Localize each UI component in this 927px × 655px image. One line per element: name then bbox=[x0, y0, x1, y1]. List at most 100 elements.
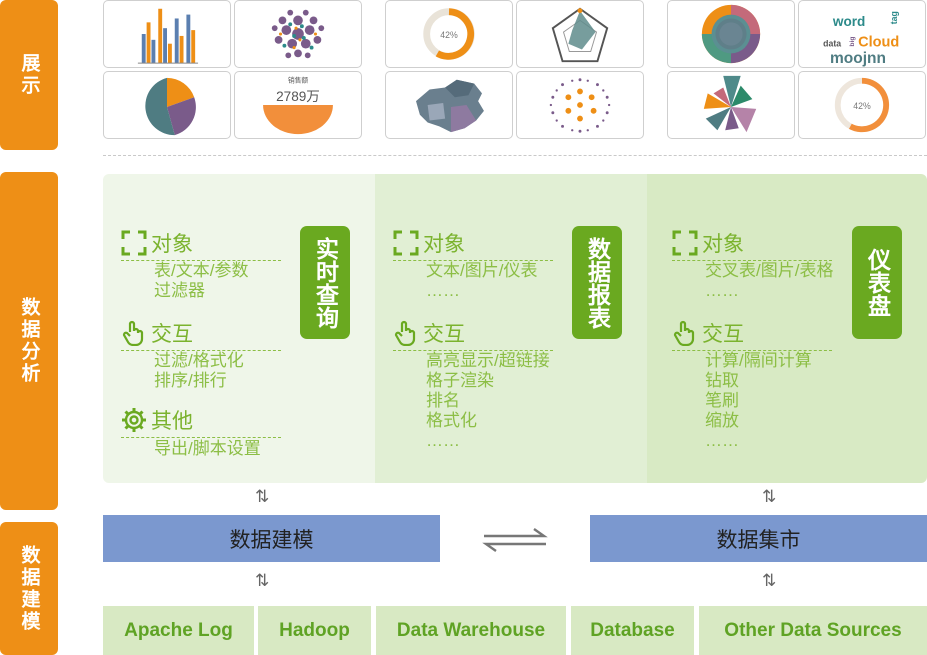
thumb-word-cloud[interactable]: word tag data Cloud moojnn big bbox=[798, 0, 926, 68]
section-title: 交互 bbox=[702, 323, 744, 346]
word-4: Cloud bbox=[858, 35, 899, 51]
source-hadoop: Hadoop bbox=[258, 606, 371, 655]
line-item: 表/文本/参数 bbox=[154, 261, 249, 280]
line-item: 排序/排行 bbox=[154, 371, 227, 390]
section-interaction: 交互 bbox=[393, 318, 553, 351]
line-item: 交叉表/图片/表格 bbox=[705, 261, 834, 280]
word-6: big bbox=[849, 36, 856, 46]
section-title: 对象 bbox=[702, 233, 744, 256]
section-title: 交互 bbox=[151, 323, 193, 346]
thumb-donut-gauge[interactable]: 42% bbox=[385, 0, 513, 68]
hand-pointer-icon bbox=[673, 320, 695, 346]
section-title: 对象 bbox=[423, 233, 465, 256]
line-item: 过滤/格式化 bbox=[154, 351, 244, 370]
sidebar-tab-display: 展示 bbox=[0, 0, 58, 150]
frame-corners-icon bbox=[121, 230, 147, 256]
section-interaction-lines: 计算/隔间计算 钻取 笔刷 缩放 …… bbox=[705, 351, 812, 451]
section-other: 其他 bbox=[121, 405, 281, 438]
section-object: 对象 bbox=[121, 228, 281, 261]
section-title: 对象 bbox=[151, 233, 193, 256]
data-modeling-bar: 数据建模 bbox=[103, 515, 440, 562]
pie-chart-icon bbox=[145, 77, 196, 136]
line-item: 计算/隔间计算 bbox=[705, 351, 812, 370]
line-item: 格子渲染 bbox=[426, 371, 494, 390]
line-item: …… bbox=[426, 431, 460, 450]
gauge-percent-label: 42% bbox=[440, 30, 458, 40]
radar-chart-icon bbox=[551, 7, 609, 63]
frame-corners-icon bbox=[672, 230, 698, 256]
donut-gauge-icon: 42% bbox=[423, 8, 475, 60]
source-apache-log: Apache Log bbox=[103, 606, 254, 655]
section-object: 对象 bbox=[393, 228, 553, 261]
gauge-percent-label: 42% bbox=[853, 101, 871, 111]
bar-chart-icon bbox=[137, 8, 199, 64]
section-object: 对象 bbox=[672, 228, 832, 261]
donut-gauge-icon: 42% bbox=[834, 77, 890, 133]
thumb-donut-gauge-2[interactable]: 42% bbox=[798, 71, 926, 139]
section-object-lines: 文本/图片/仪表 …… bbox=[426, 261, 537, 301]
nightingale-rose-icon bbox=[703, 75, 757, 133]
line-item: 钻取 bbox=[705, 371, 739, 390]
section-divider bbox=[103, 155, 927, 156]
line-item: 过滤器 bbox=[154, 281, 205, 300]
line-item: …… bbox=[705, 281, 739, 300]
line-item: …… bbox=[705, 431, 739, 450]
source-database: Database bbox=[571, 606, 694, 655]
updown-arrow-icon: ⇅ bbox=[762, 571, 777, 590]
frame-corners-icon bbox=[393, 230, 419, 256]
sidebar-tab-analysis: 数据分析 bbox=[0, 172, 58, 510]
word-cloud-icon: word tag data Cloud moojnn big bbox=[823, 11, 899, 67]
line-item: 导出/脚本设置 bbox=[154, 439, 261, 458]
badge-dashboard: 仪表盘 bbox=[852, 226, 902, 339]
section-interaction-lines: 过滤/格式化 排序/排行 bbox=[154, 351, 244, 391]
section-title: 交互 bbox=[423, 323, 465, 346]
word-1: word bbox=[832, 14, 865, 29]
line-item: 文本/图片/仪表 bbox=[426, 261, 538, 280]
section-other-lines: 导出/脚本设置 bbox=[154, 439, 261, 459]
kpi-value: 2789万 bbox=[276, 89, 320, 104]
data-mart-bar: 数据集市 bbox=[590, 515, 927, 562]
section-title: 其他 bbox=[151, 410, 193, 433]
thumb-radar-chart[interactable] bbox=[516, 0, 644, 68]
radial-dots-icon bbox=[549, 78, 611, 133]
section-object-lines: 交叉表/图片/表格 …… bbox=[705, 261, 833, 301]
china-map-icon bbox=[416, 79, 484, 133]
line-item: 排名 bbox=[426, 391, 460, 410]
thumb-radial-dots[interactable] bbox=[516, 71, 644, 139]
section-interaction-lines: 高亮显示/超链接 格子渲染 排名 格式化 …… bbox=[426, 351, 550, 451]
section-interaction: 交互 bbox=[672, 318, 832, 351]
section-object-lines: 表/文本/参数 过滤器 bbox=[154, 261, 248, 301]
thumb-bubble-chart[interactable] bbox=[234, 0, 362, 68]
source-other-data-sources: Other Data Sources bbox=[699, 606, 927, 655]
sidebar-tab-modeling: 数据建模 bbox=[0, 522, 58, 655]
gear-icon bbox=[122, 408, 146, 432]
line-item: 笔刷 bbox=[705, 391, 739, 410]
updown-arrow-icon: ⇅ bbox=[255, 487, 270, 506]
updown-arrow-icon: ⇅ bbox=[255, 571, 270, 590]
thumb-pie-chart[interactable] bbox=[103, 71, 231, 139]
badge-realtime-query: 实时查询 bbox=[300, 226, 350, 339]
hand-pointer-icon bbox=[394, 320, 416, 346]
word-2: tag bbox=[889, 11, 899, 24]
thumb-sunburst-chart[interactable] bbox=[667, 0, 795, 68]
line-item: 高亮显示/超链接 bbox=[426, 351, 550, 370]
thumb-rose-chart[interactable] bbox=[667, 71, 795, 139]
exchange-arrows-icon bbox=[482, 528, 548, 552]
word-3: data bbox=[823, 39, 841, 49]
section-interaction: 交互 bbox=[121, 318, 281, 351]
source-data-warehouse: Data Warehouse bbox=[376, 606, 566, 655]
line-item: …… bbox=[426, 281, 460, 300]
sunburst-chart-icon bbox=[701, 4, 761, 64]
thumb-map-chart[interactable] bbox=[385, 71, 513, 139]
line-item: 格式化 bbox=[426, 411, 477, 430]
hand-pointer-icon bbox=[122, 320, 144, 346]
kpi-half-gauge-icon: 销售额 2789万 bbox=[263, 76, 333, 135]
line-item: 缩放 bbox=[705, 411, 739, 430]
kpi-caption: 销售额 bbox=[288, 76, 309, 85]
badge-data-report: 数据报表 bbox=[572, 226, 622, 339]
thumb-kpi-gauge[interactable]: 销售额 2789万 bbox=[234, 71, 362, 139]
word-5: moojnn bbox=[830, 50, 886, 67]
bubble-chart-icon bbox=[271, 9, 325, 59]
updown-arrow-icon: ⇅ bbox=[762, 487, 777, 506]
thumb-bar-chart[interactable] bbox=[103, 0, 231, 68]
